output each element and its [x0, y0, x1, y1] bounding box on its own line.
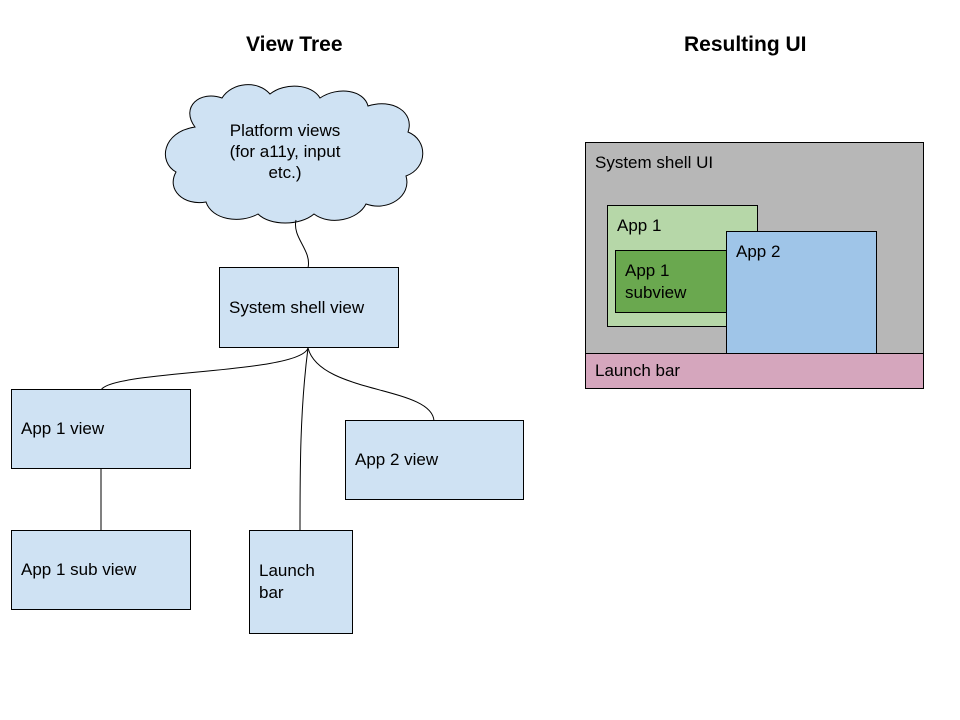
shell-to-app1-connector	[100, 347, 309, 391]
app1-view-node: App 1 view	[11, 389, 191, 469]
app1-sub-view-label: App 1 sub view	[21, 560, 137, 579]
app2-view-label: App 2 view	[355, 450, 439, 469]
app1-subview-label: App 1 subview	[625, 261, 687, 302]
app1-sub-view-node: App 1 sub view	[11, 530, 191, 610]
shell-to-launch-bar-connector	[299, 347, 309, 532]
launch-bar-panel-label: Launch bar	[595, 361, 681, 380]
cloud-label-line: Platform views	[229, 121, 341, 140]
app1-view-label: App 1 view	[21, 419, 105, 438]
app1-subview-panel: App 1 subview	[615, 250, 727, 313]
platform-views-cloud-shape	[164, 84, 424, 224]
launch-bar-panel: Launch bar	[585, 353, 924, 389]
app1-panel-label: App 1	[617, 216, 662, 235]
app2-panel-label: App 2	[736, 242, 781, 261]
launch-bar-node: Launch bar	[249, 530, 353, 634]
app2-panel: App 2	[726, 231, 877, 355]
launch-bar-label: Launch bar	[259, 561, 315, 602]
system-shell-view-label: System shell view	[229, 297, 365, 317]
cloud-label-line: etc.)	[268, 163, 302, 182]
view-tree-heading: View Tree	[246, 33, 343, 56]
shell-to-app2-connector	[307, 347, 435, 422]
cloud-label-line: (for a11y, input	[229, 142, 341, 161]
cloud-to-shell-connector	[295, 219, 309, 269]
platform-views-cloud-label: Platform views (for a11y, input etc.)	[200, 120, 370, 183]
system-shell-ui-label: System shell UI	[595, 153, 714, 172]
resulting-ui-heading: Resulting UI	[684, 33, 807, 56]
app2-view-node: App 2 view	[345, 420, 524, 500]
system-shell-view-node: System shell view	[219, 267, 399, 348]
